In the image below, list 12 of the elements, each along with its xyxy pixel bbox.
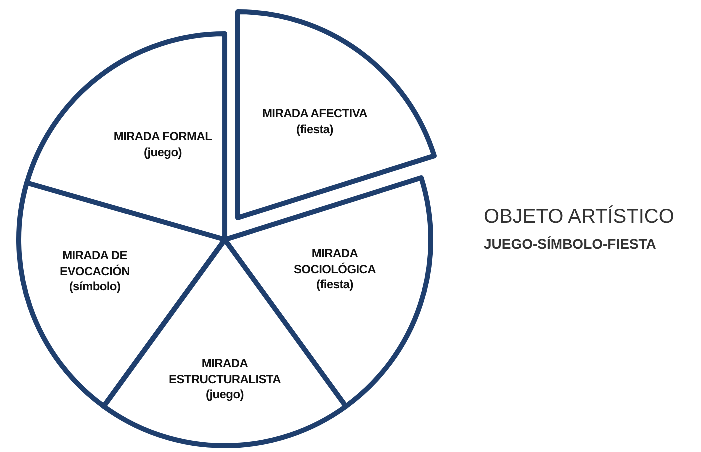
slice-heading: MIRADA SOCIOLÓGICA [292,246,378,278]
subtitle: JUEGO-SÍMBOLO-FIESTA [484,236,656,252]
slice-heading: MIRADA AFECTIVA [261,106,369,122]
title: OBJETO ARTÍSTICO [484,206,674,229]
slice-heading: MIRADA DE EVOCACIÓN [59,248,131,280]
slice-heading: MIRADA FORMAL [112,129,214,145]
slice-heading: MIRADA ESTRUCTURALISTA [168,356,282,388]
slice-note: (juego) [143,145,183,161]
slice-note: (fiesta) [296,122,334,138]
slice-note: (fiesta) [316,278,354,294]
slice-note: (símbolo) [68,280,122,296]
slice-note: (juego) [205,388,245,404]
